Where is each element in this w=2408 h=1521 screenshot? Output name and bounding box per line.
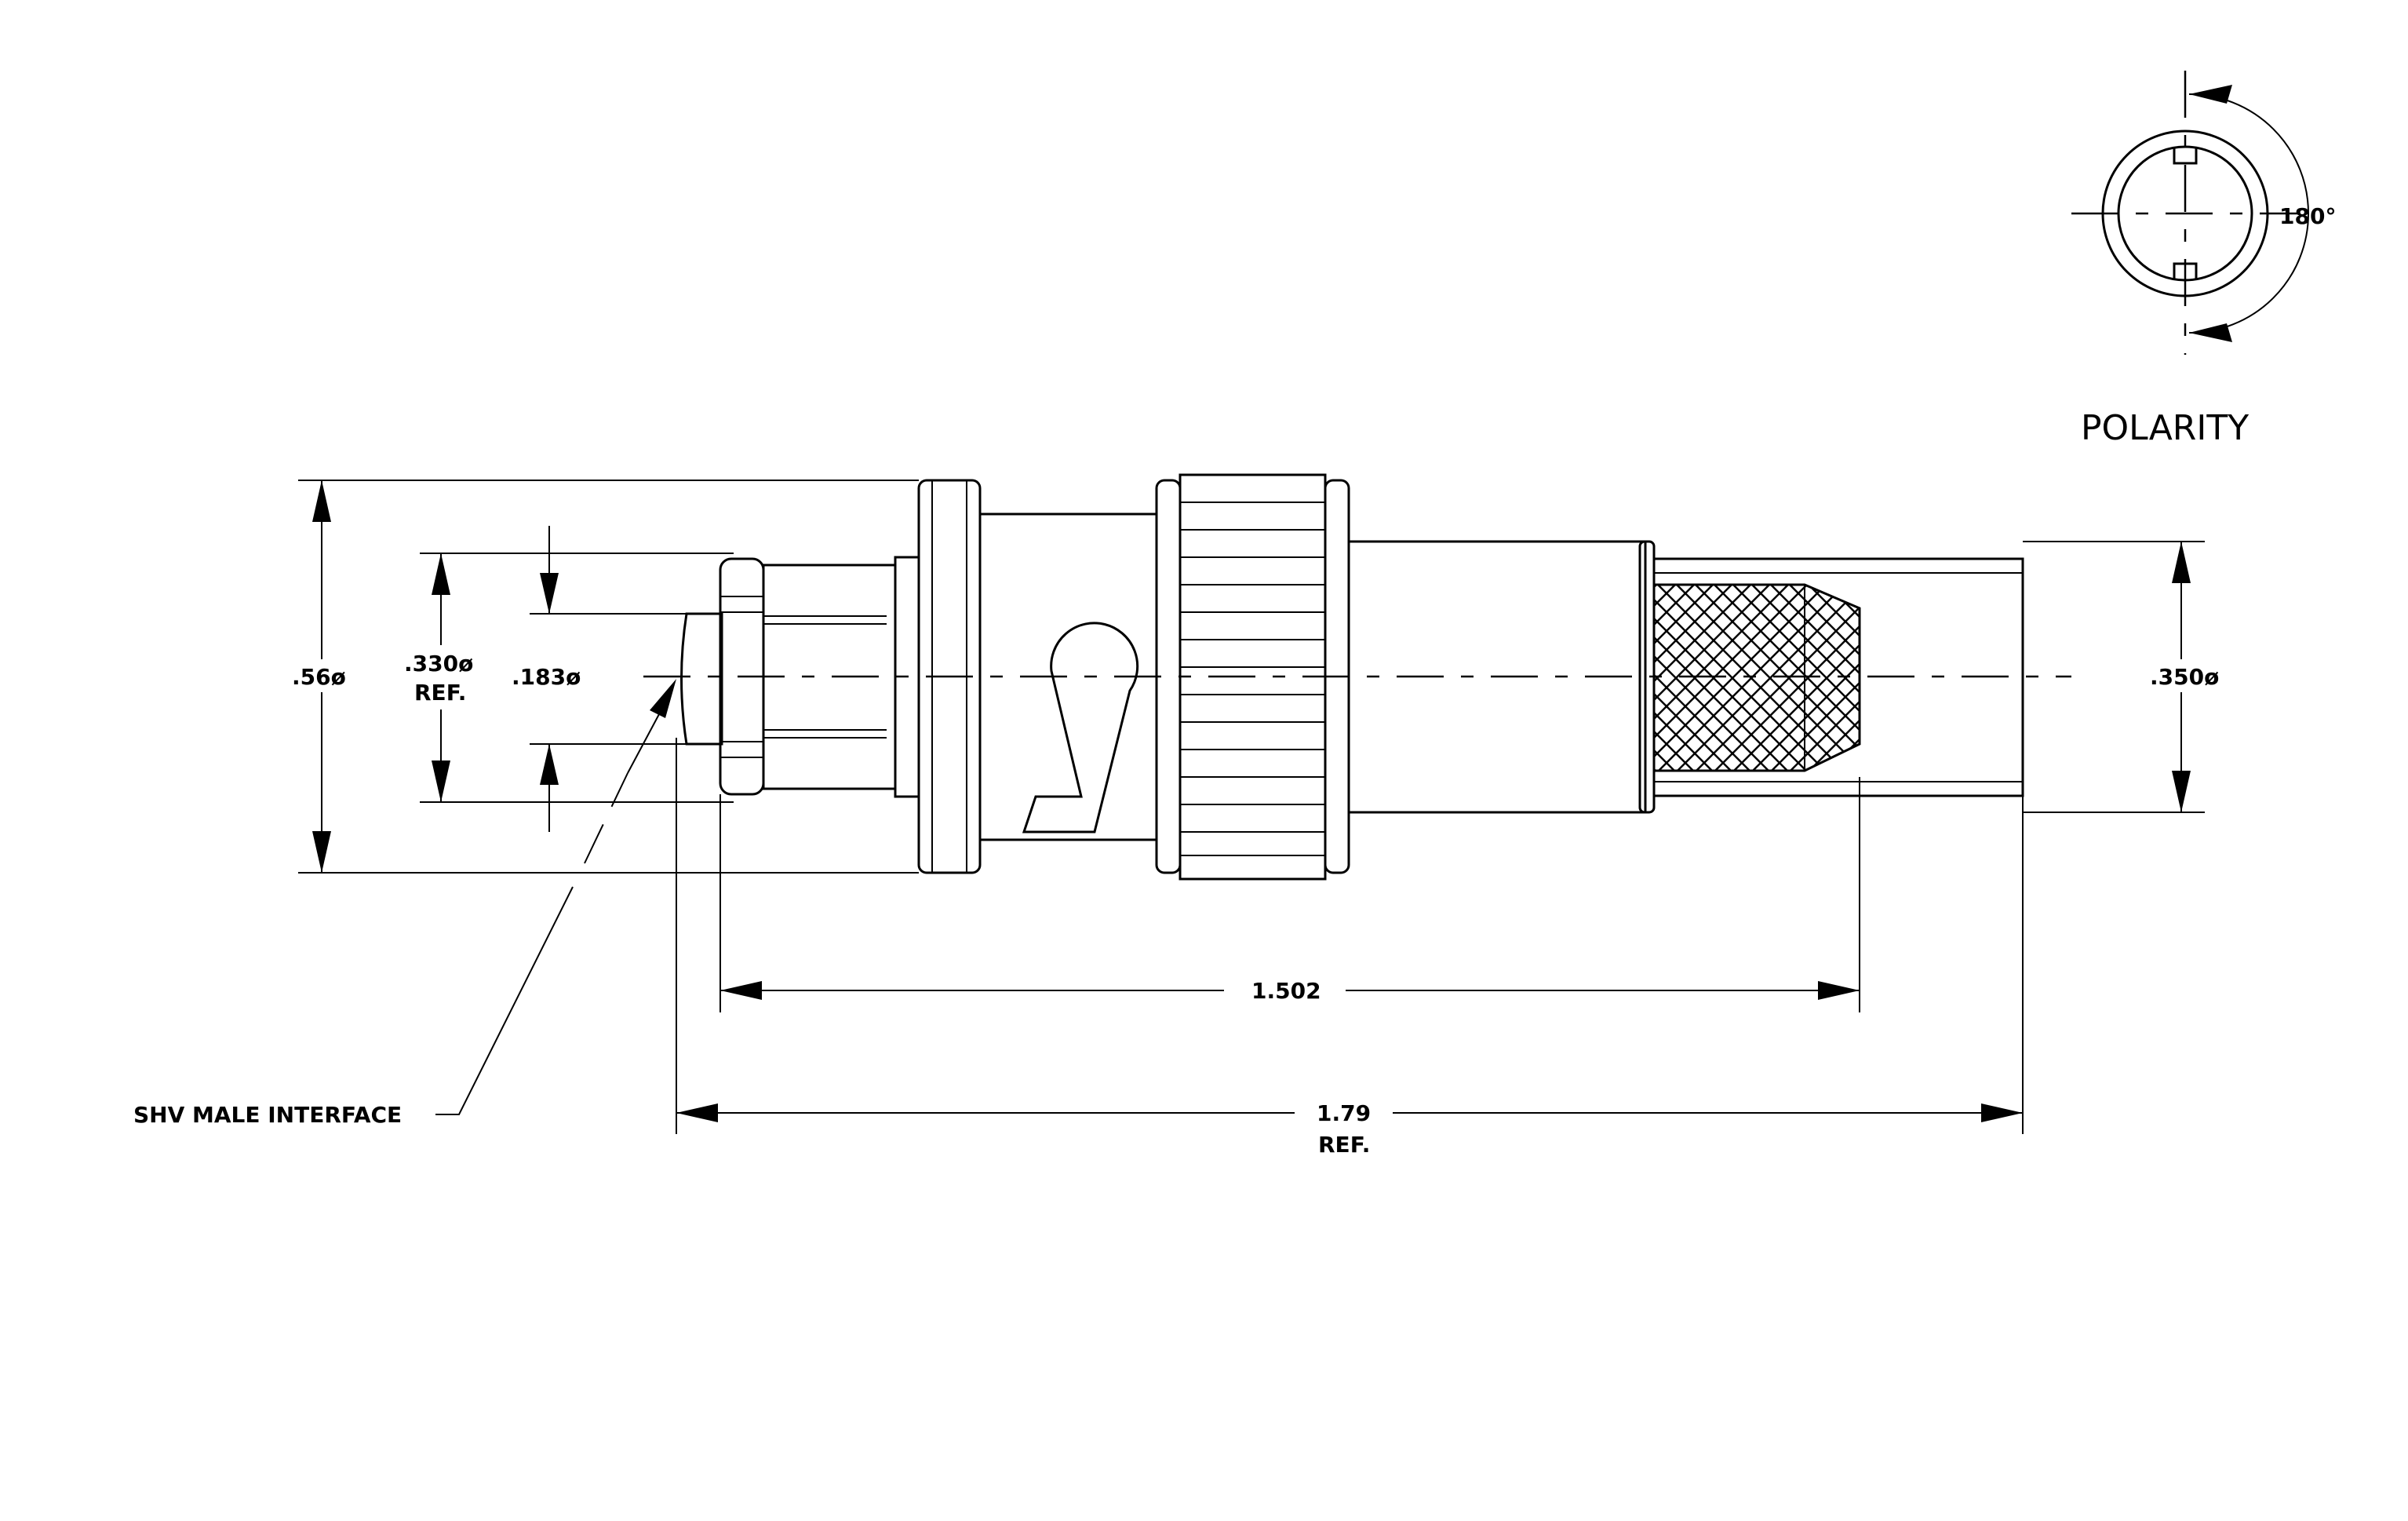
callout-shv-male-interface: SHV MALE INTERFACE xyxy=(133,1102,402,1128)
dim-interface-ref: REF. xyxy=(414,680,466,706)
dimensions: .56ø .330ø REF. .183ø .350ø 1.502 xyxy=(133,480,2224,1158)
dim-interface-diameter: .330ø xyxy=(404,651,473,677)
knurl-lines xyxy=(1180,502,1325,856)
dim-overall-diameter: .56ø xyxy=(292,664,346,690)
dim-length-179-ref: REF. xyxy=(1318,1132,1370,1158)
polarity-label: POLARITY xyxy=(2081,408,2249,448)
dim-cable-diameter: .350ø xyxy=(2150,664,2219,690)
polarity-view: 180° POLARITY xyxy=(2071,71,2336,448)
dim-length-179: 1.79 xyxy=(1317,1100,1371,1126)
polarity-angle: 180° xyxy=(2279,203,2336,229)
dim-pin-diameter: .183ø xyxy=(512,664,581,690)
dim-length-1502: 1.502 xyxy=(1251,978,1321,1004)
connector-body xyxy=(643,473,2071,881)
